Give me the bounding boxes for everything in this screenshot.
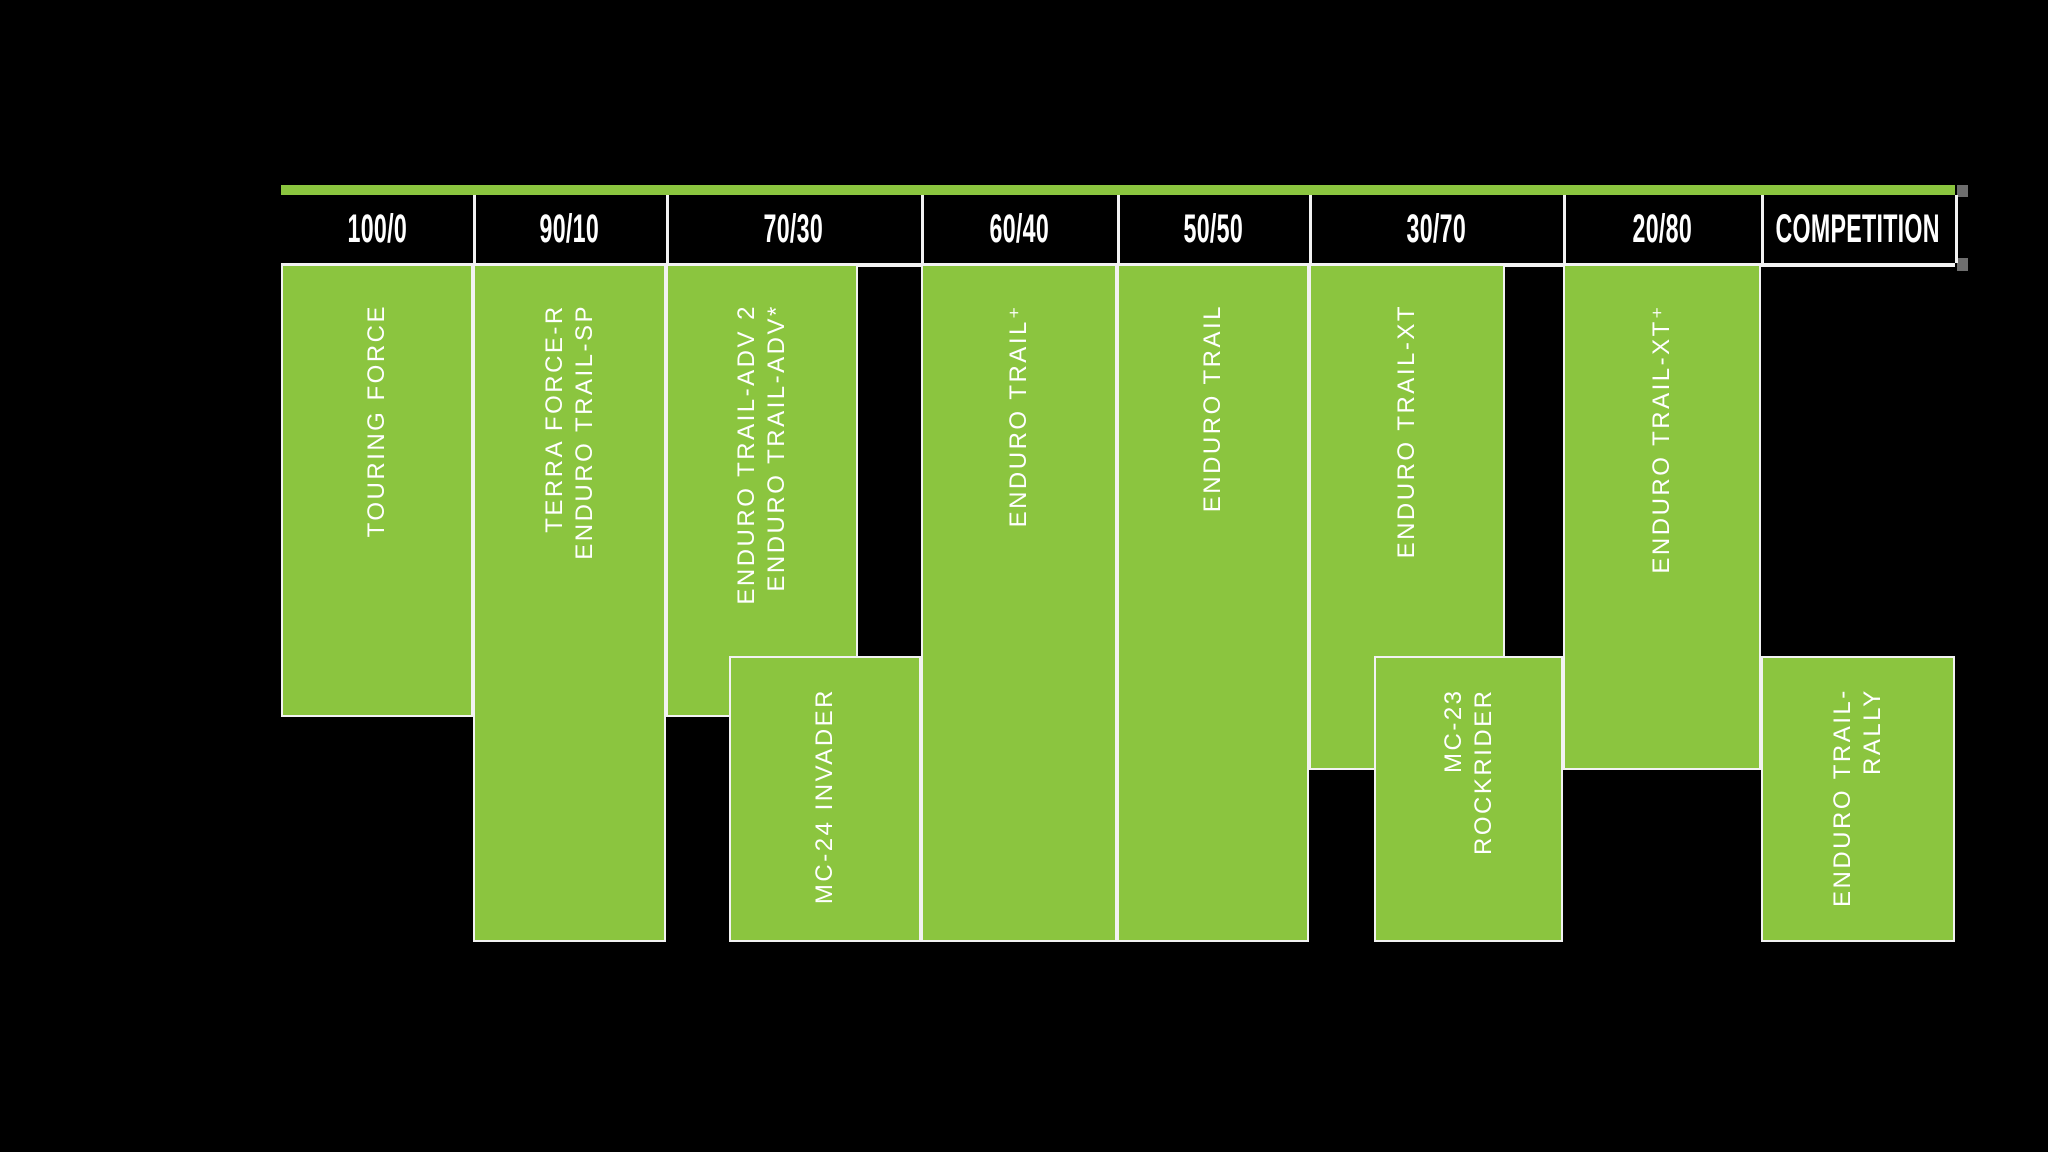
header-divider [1955,195,1958,263]
header-divider [473,195,476,263]
ratio-header-label: 50/50 [1183,206,1243,251]
product-label: TOURING FORCE [363,304,390,538]
ratio-header-90-10: 90/10 [473,195,666,263]
ratio-header-label: 20/80 [1632,206,1692,251]
ratio-header-70-30: 70/30 [666,195,921,263]
header-divider [1761,195,1764,263]
product-bar-enduro-trail: ENDURO TRAIL⁺ [921,264,1117,942]
product-label: ENDURO TRAIL [1199,304,1226,513]
ratio-header-label: 100/0 [347,206,407,251]
product-bar-mc-24-invader: MC-24 INVADER [729,656,921,942]
product-label: MC-24 INVADER [811,688,838,905]
product-label: MC-23 ROCKRIDER [1439,688,1497,855]
product-bar-mc-23-rockrider: MC-23 ROCKRIDER [1374,656,1563,942]
resize-handle-square-top [1957,185,1968,197]
product-label: ENDURO TRAIL⁺ [1005,304,1032,528]
header-divider [1117,195,1120,263]
top-accent-bar [281,185,1955,195]
ratio-header-20-80: 20/80 [1563,195,1761,263]
ratio-header-30-70: 30/70 [1309,195,1563,263]
ratio-header-competition: COMPETITION [1761,195,1955,263]
ratio-header-100-0: 100/0 [281,195,473,263]
product-bar-enduro-trail-adv-2-enduro-trail-adv: ENDURO TRAIL-ADV 2 ENDURO TRAIL-ADV* [666,264,858,717]
resize-handle-square-bottom [1957,258,1968,271]
ratio-header-label: 70/30 [763,206,824,251]
header-divider [666,195,669,263]
header-divider [1563,195,1566,263]
product-label: ENDURO TRAIL-XT⁺ [1648,304,1675,574]
product-bar-touring-force: TOURING FORCE [281,264,473,717]
product-label: ENDURO TRAIL-RALLY [1829,688,1886,907]
product-bar-enduro-trail-rally: ENDURO TRAIL-RALLY [1761,656,1955,942]
product-bar-enduro-trail-xt: ENDURO TRAIL-XT⁺ [1563,264,1761,770]
header-divider [921,195,924,263]
ratio-header-50-50: 50/50 [1117,195,1309,263]
product-label: ENDURO TRAIL-ADV 2 ENDURO TRAIL-ADV* [733,304,790,605]
ratio-header-label: COMPETITION [1775,206,1941,251]
ratio-header-label: 60/40 [989,206,1049,251]
header-divider [1309,195,1312,263]
ratio-header-60-40: 60/40 [921,195,1117,263]
ratio-header-label: 30/70 [1406,206,1466,251]
product-label: TERRA FORCE-R ENDURO TRAIL-SP [540,304,598,560]
ratio-header-label: 90/10 [539,206,600,251]
product-label: ENDURO TRAIL-XT [1393,304,1420,559]
product-bar-terra-force-r-enduro-trail-sp: TERRA FORCE-R ENDURO TRAIL-SP [473,264,666,942]
product-bar-enduro-trail: ENDURO TRAIL [1117,264,1309,942]
